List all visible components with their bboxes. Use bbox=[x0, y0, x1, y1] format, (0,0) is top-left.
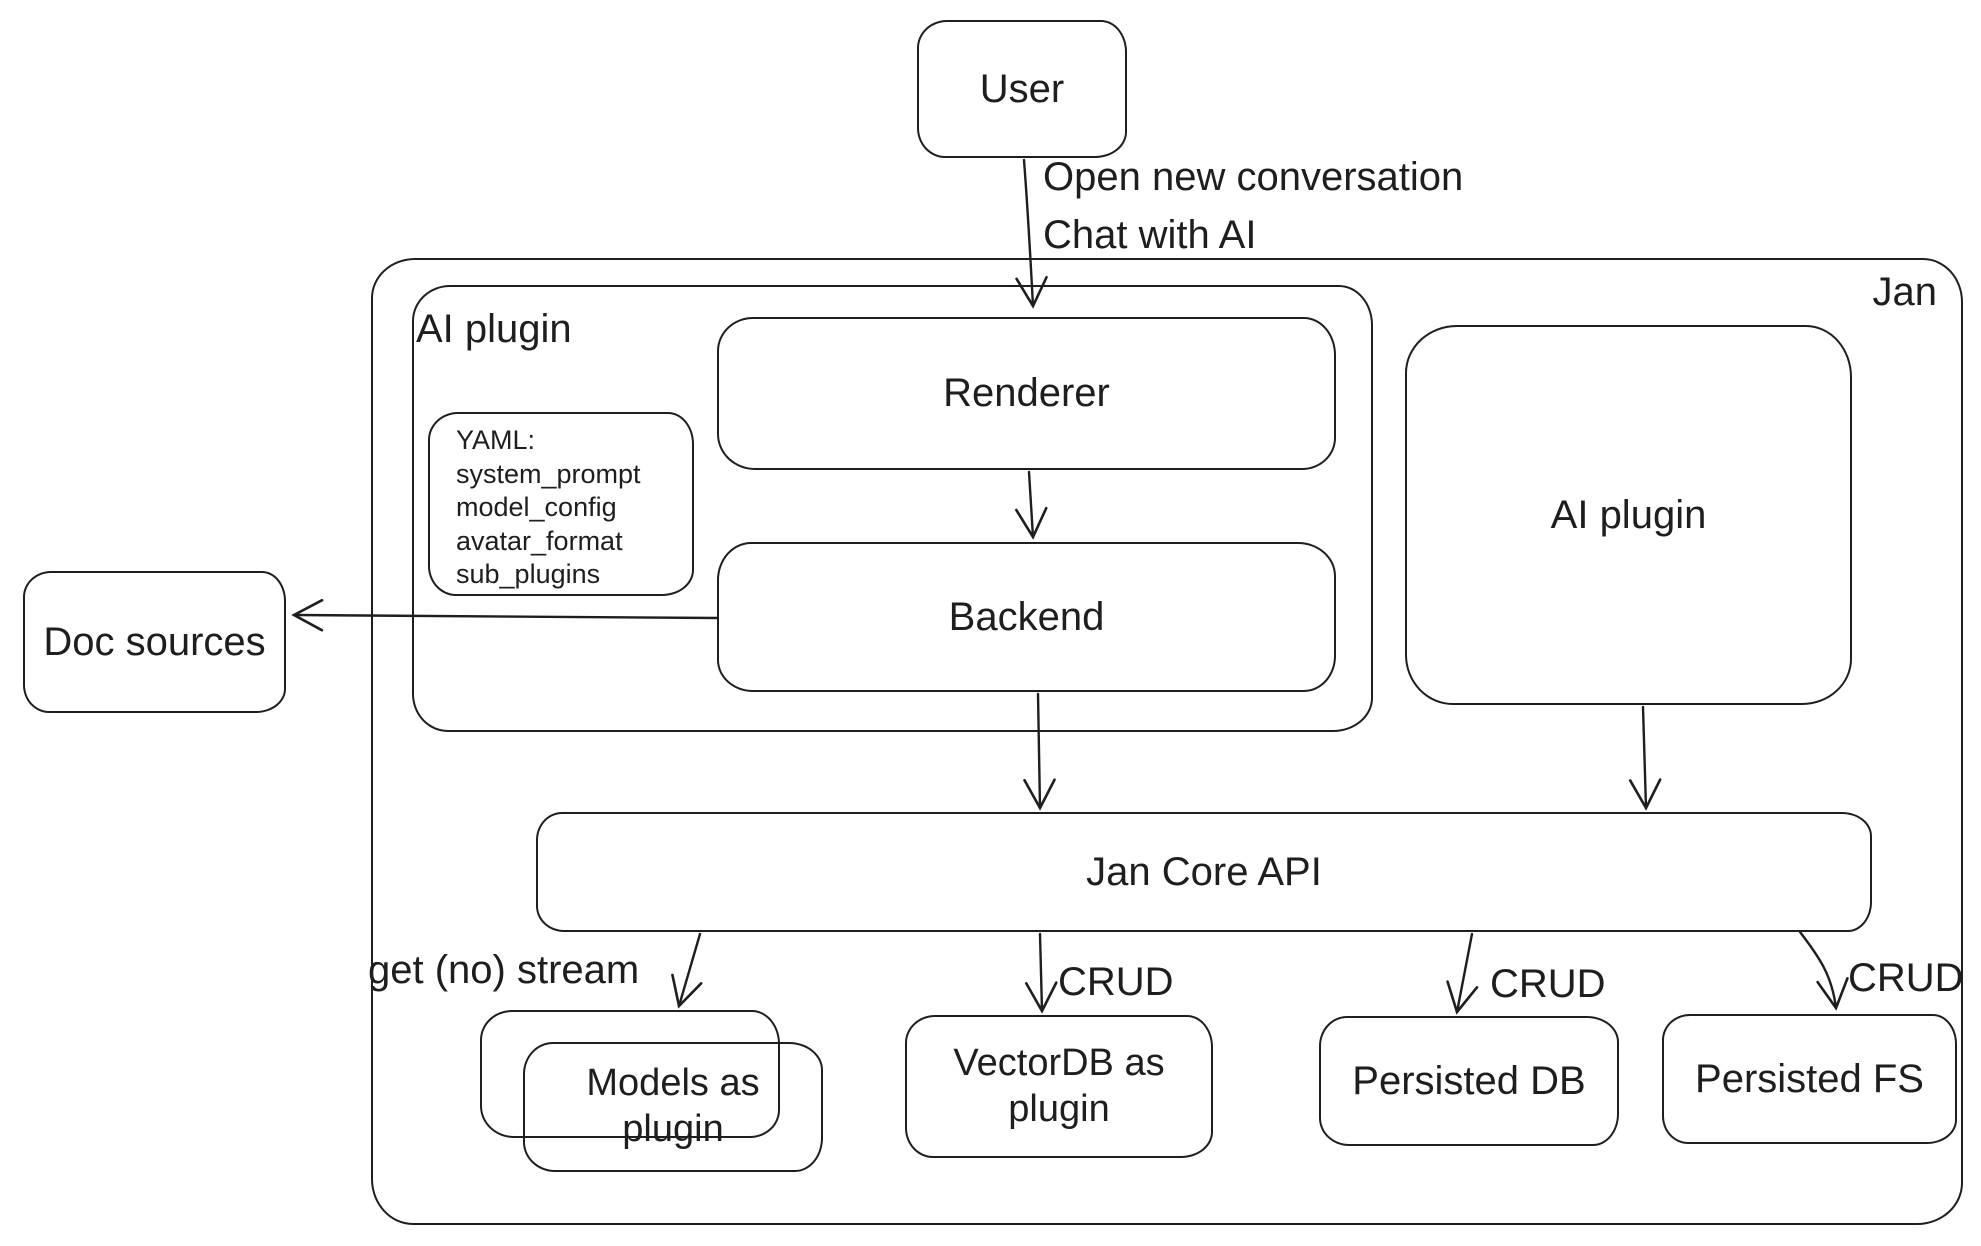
edge-label-user-arrow: Open new conversation Chat with AI bbox=[1043, 148, 1463, 264]
yaml-note-text: YAML: system_prompt model_config avatar_… bbox=[456, 424, 641, 592]
user-node-label: User bbox=[979, 66, 1065, 111]
edge-label-get-no-stream: get (no) stream bbox=[368, 948, 640, 992]
renderer-node: Renderer bbox=[717, 317, 1336, 470]
jan-container: Jan bbox=[371, 258, 1963, 1225]
ai-plugin-container-label: AI plugin bbox=[416, 307, 572, 351]
edge-label-crud-vectordb: CRUD bbox=[1058, 960, 1174, 1004]
ai-plugin-node: AI plugin bbox=[1405, 325, 1852, 705]
edge-label-open-conversation: Open new conversation bbox=[1043, 155, 1464, 199]
edge-label-crud-persisted-fs: CRUD bbox=[1848, 956, 1964, 1000]
models-as-plugin-back-box bbox=[480, 1010, 780, 1138]
persisted-fs-node: Persisted FS bbox=[1662, 1014, 1957, 1144]
backend-node-label: Backend bbox=[948, 594, 1105, 639]
vectordb-node: VectorDB as plugin bbox=[905, 1015, 1213, 1158]
jan-core-api-node: Jan Core API bbox=[536, 812, 1872, 932]
models-as-plugin-node-label: Models as plugin bbox=[586, 1062, 760, 1150]
ai-plugin-container: AI plugin bbox=[412, 285, 1373, 732]
yaml-note-line: system_prompt bbox=[456, 458, 641, 489]
edge-label-crud-persisted-db: CRUD bbox=[1490, 962, 1606, 1006]
yaml-note-line: model_config bbox=[456, 492, 617, 522]
jan-core-api-node-label: Jan Core API bbox=[1086, 849, 1322, 894]
edge-label-chat-with-ai: Chat with AI bbox=[1043, 213, 1257, 257]
yaml-note-line: avatar_format bbox=[456, 525, 623, 556]
jan-container-label: Jan bbox=[1872, 270, 1938, 314]
persisted-db-node: Persisted DB bbox=[1319, 1016, 1619, 1146]
yaml-note: YAML: system_prompt model_config avatar_… bbox=[428, 412, 694, 596]
persisted-fs-node-label: Persisted FS bbox=[1695, 1056, 1924, 1101]
backend-node: Backend bbox=[717, 542, 1336, 692]
persisted-db-node-label: Persisted DB bbox=[1352, 1058, 1586, 1103]
doc-sources-node-label: Doc sources bbox=[43, 619, 266, 664]
yaml-note-title: YAML: bbox=[456, 425, 536, 455]
yaml-note-line: sub_plugins bbox=[456, 559, 601, 589]
doc-sources-node: Doc sources bbox=[23, 571, 286, 713]
vectordb-node-label: VectorDB as plugin bbox=[953, 1041, 1165, 1130]
ai-plugin-node-label: AI plugin bbox=[1550, 492, 1707, 537]
user-node: User bbox=[917, 20, 1127, 158]
models-as-plugin-node: Models as plugin bbox=[523, 1042, 823, 1172]
renderer-node-label: Renderer bbox=[943, 371, 1110, 415]
